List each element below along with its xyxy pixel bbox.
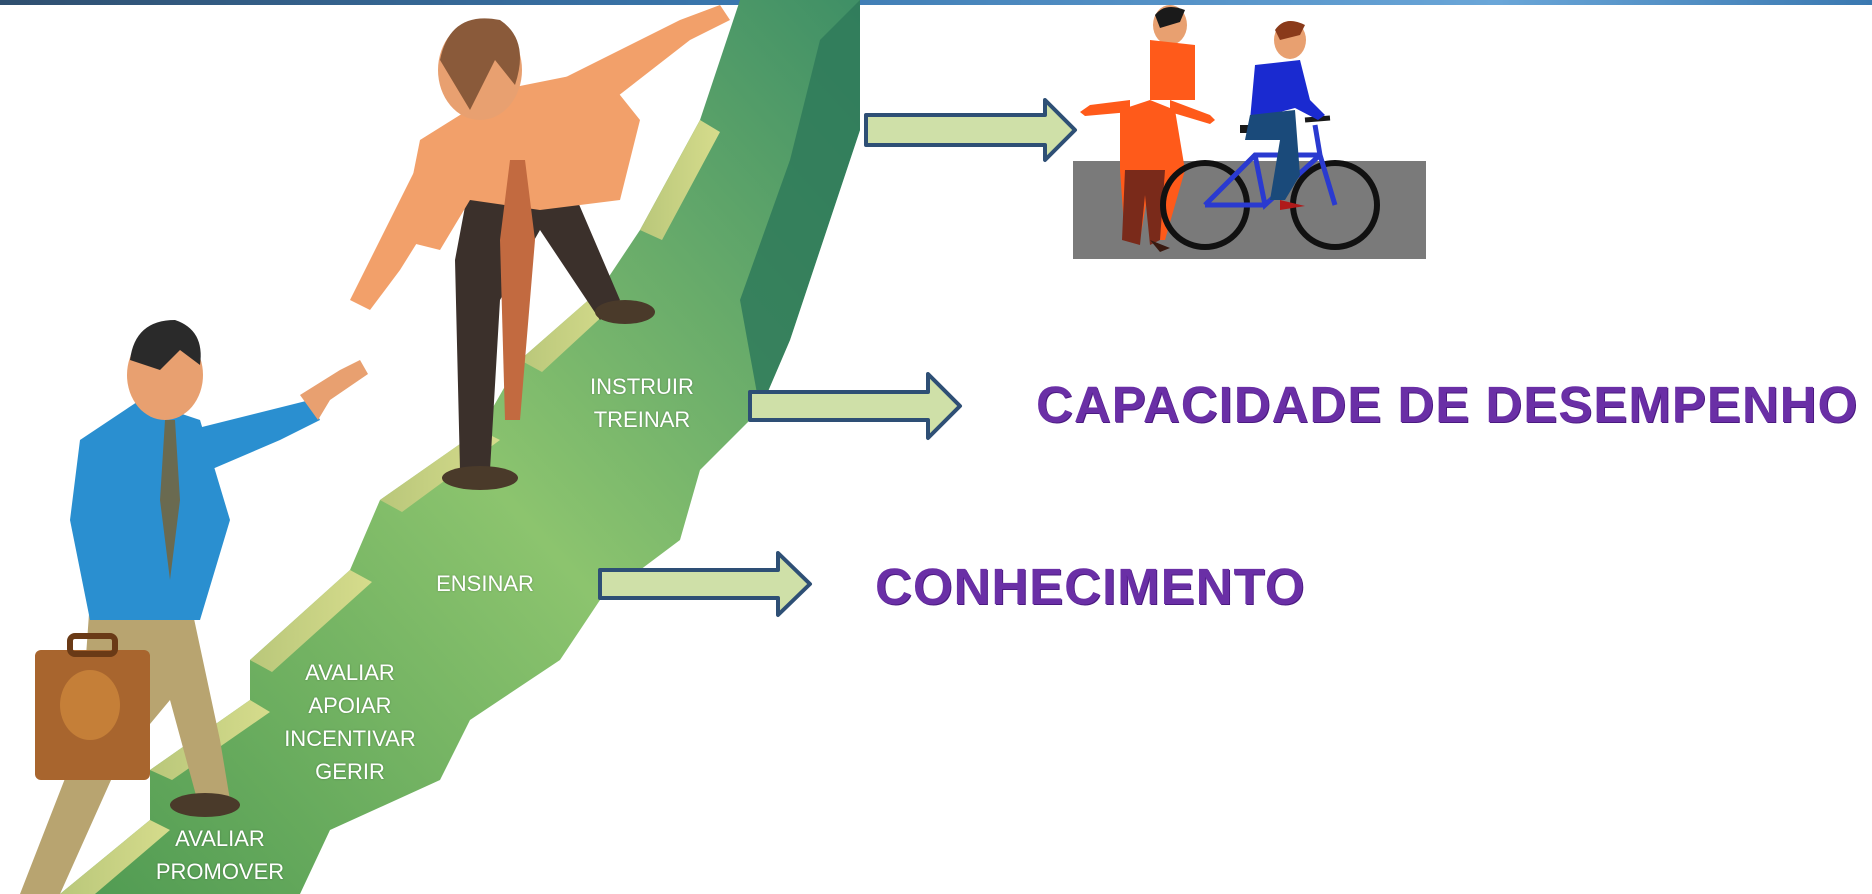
- step-label-avaliar-apoiar: AVALIAR APOIAR INCENTIVAR GERIR: [270, 656, 430, 788]
- step-text: GERIR: [315, 759, 385, 784]
- step-label-instruir-treinar: INSTRUIR TREINAR: [572, 370, 712, 436]
- step-text: INSTRUIR: [590, 374, 694, 399]
- step-text: TREINAR: [593, 407, 691, 432]
- arrow-to-bicycle: [864, 98, 1077, 162]
- capacidade-text: CAPACIDADE DE DESEMPENHO: [1036, 376, 1859, 433]
- step-label-avaliar-promover: AVALIAR PROMOVER: [140, 822, 300, 888]
- conhecimento-heading: CONHECIMENTO: [875, 557, 1305, 616]
- capacidade-heading: CAPACIDADE DE DESEMPENHO: [1036, 375, 1858, 434]
- conhecimento-text: CONHECIMENTO: [875, 558, 1306, 615]
- step-label-ensinar: ENSINAR: [410, 567, 560, 600]
- top-accent-bar: [0, 0, 1872, 5]
- arrow-to-conhecimento: [598, 551, 812, 617]
- step-text: INCENTIVAR: [284, 726, 416, 751]
- step-text: AVALIAR: [305, 660, 395, 685]
- teaching-bicycle-icon: [1073, 5, 1426, 259]
- step-text: ENSINAR: [436, 571, 534, 596]
- arrow-to-capacidade: [748, 372, 962, 440]
- step-text: PROMOVER: [155, 859, 285, 884]
- front-climber-icon: [20, 320, 368, 894]
- two-businessmen-helping-hand-icon: [350, 5, 730, 490]
- step-text: APOIAR: [308, 693, 392, 718]
- step-text: AVALIAR: [175, 826, 265, 851]
